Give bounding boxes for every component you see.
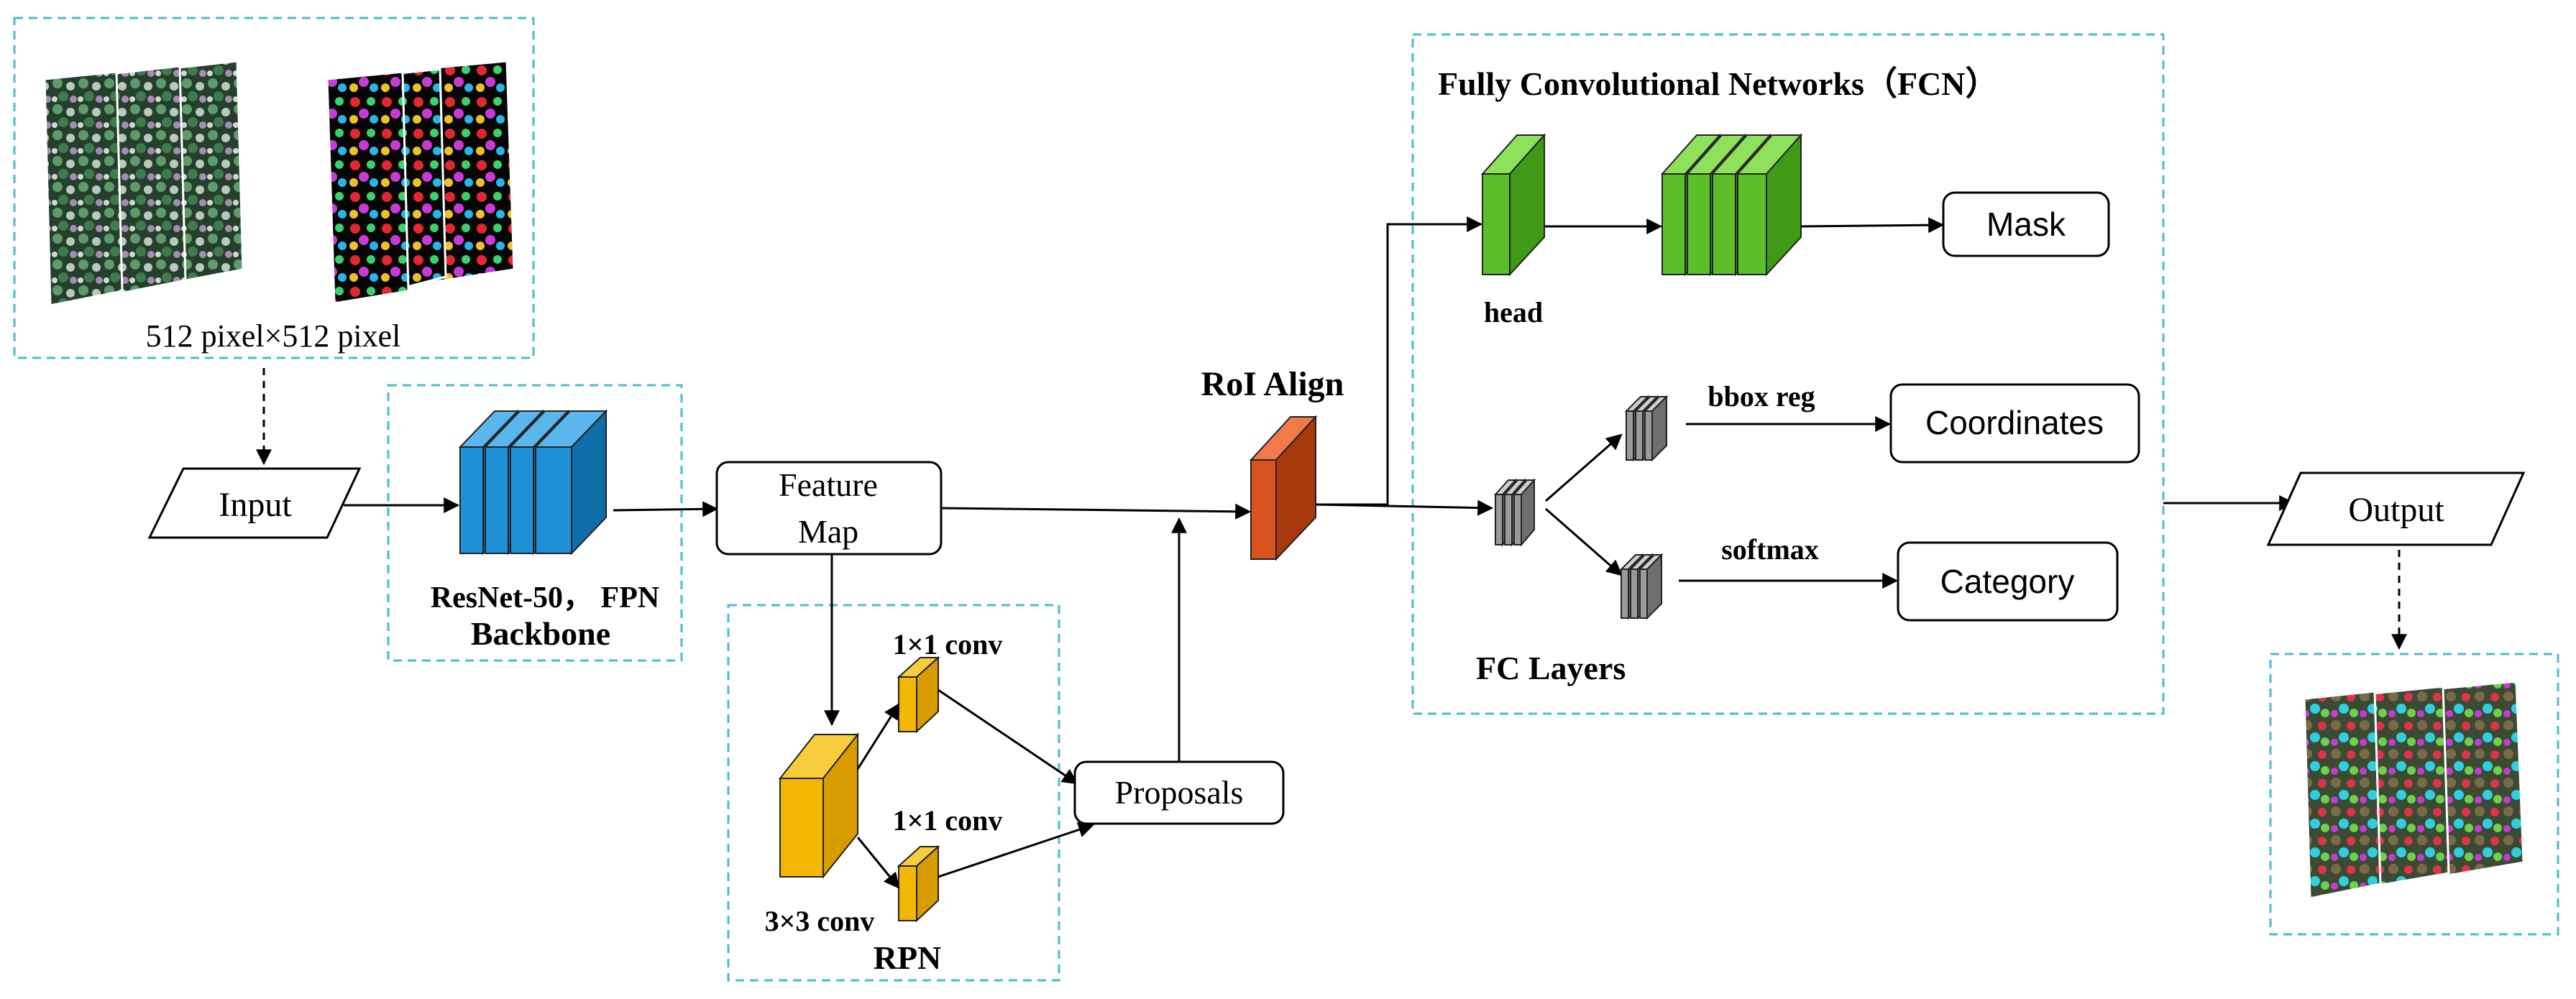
arrow-3x3-to-top-1x1 bbox=[856, 703, 900, 770]
arrow-top-1x1-proposals bbox=[938, 689, 1078, 785]
rpn-conv3-label: 3×3 conv bbox=[765, 905, 875, 937]
rpn-3x3-conv-cuboid bbox=[778, 732, 860, 879]
fc-softmax-cuboids bbox=[1619, 553, 1664, 620]
arrow-backbone-featuremap bbox=[613, 501, 719, 517]
roi-align-cuboid bbox=[1249, 415, 1318, 561]
backbone-cuboids bbox=[458, 409, 608, 556]
output-label: Output bbox=[2348, 491, 2444, 529]
rpn-1x1-conv-cuboid-top bbox=[897, 655, 940, 734]
input-node bbox=[147, 467, 362, 539]
output-image-stack bbox=[2303, 680, 2525, 900]
fc-layers-title: FC Layers bbox=[1476, 650, 1626, 686]
fcn-head-label: head bbox=[1484, 296, 1543, 328]
backbone-label: Backbone bbox=[471, 615, 610, 652]
output-node bbox=[2266, 471, 2526, 546]
fc-bbox-cuboids bbox=[1624, 395, 1669, 462]
arrow-mask-layers-to-mask bbox=[1800, 217, 1945, 234]
arrow-bottom-1x1-proposals bbox=[938, 821, 1095, 878]
input-label: Input bbox=[219, 486, 292, 524]
fcn-fc-group bbox=[1411, 33, 2165, 715]
image-size-label: 512 pixel×512 pixel bbox=[146, 318, 401, 354]
output-image-group bbox=[2269, 653, 2559, 936]
hyperspectral-image-stack bbox=[43, 60, 244, 307]
label-image-stack bbox=[326, 60, 515, 305]
input-image-group bbox=[13, 17, 535, 359]
arrow-fc-to-bbox bbox=[1545, 433, 1623, 502]
softmax-label: softmax bbox=[1721, 533, 1819, 566]
fcn-mask-cuboids bbox=[1660, 133, 1803, 277]
mask-label: Mask bbox=[1986, 206, 2066, 243]
rpn-title: RPN bbox=[874, 939, 942, 976]
arrow-roi-to-fc bbox=[1315, 500, 1494, 516]
arrow-featuremap-roialign bbox=[940, 503, 1252, 520]
fc-input-cuboids bbox=[1493, 478, 1536, 547]
fcn-head-cuboid bbox=[1480, 133, 1546, 277]
feature-map-line1: Feature bbox=[779, 466, 878, 503]
feature-map-line2: Map bbox=[798, 513, 858, 550]
rpn-conv2-label: 1×1 conv bbox=[893, 804, 1003, 837]
category-label: Category bbox=[1940, 563, 2075, 600]
coordinates-label: Coordinates bbox=[1925, 404, 2104, 441]
arrow-roi-to-head bbox=[1316, 216, 1483, 506]
rpn-conv1-label: 1×1 conv bbox=[893, 628, 1003, 660]
backbone-sublabel: ResNet-50， FPN bbox=[431, 581, 659, 614]
roi-align-label: RoI Align bbox=[1201, 365, 1344, 403]
arrow-fc-to-softmax bbox=[1545, 507, 1623, 576]
rpn-1x1-conv-cuboid-bottom bbox=[897, 844, 940, 923]
proposals-label: Proposals bbox=[1115, 774, 1244, 811]
backbone-group bbox=[387, 384, 683, 662]
fcn-title: Fully Convolutional Networks（FCN） bbox=[1438, 65, 1998, 102]
mask-node bbox=[1942, 191, 2110, 257]
category-node bbox=[1897, 541, 2119, 622]
arrow-3x3-to-bottom-1x1 bbox=[856, 837, 900, 889]
rpn-group bbox=[727, 604, 1060, 982]
bbox-reg-label: bbox reg bbox=[1708, 380, 1815, 413]
coordinates-node bbox=[1889, 383, 2140, 464]
